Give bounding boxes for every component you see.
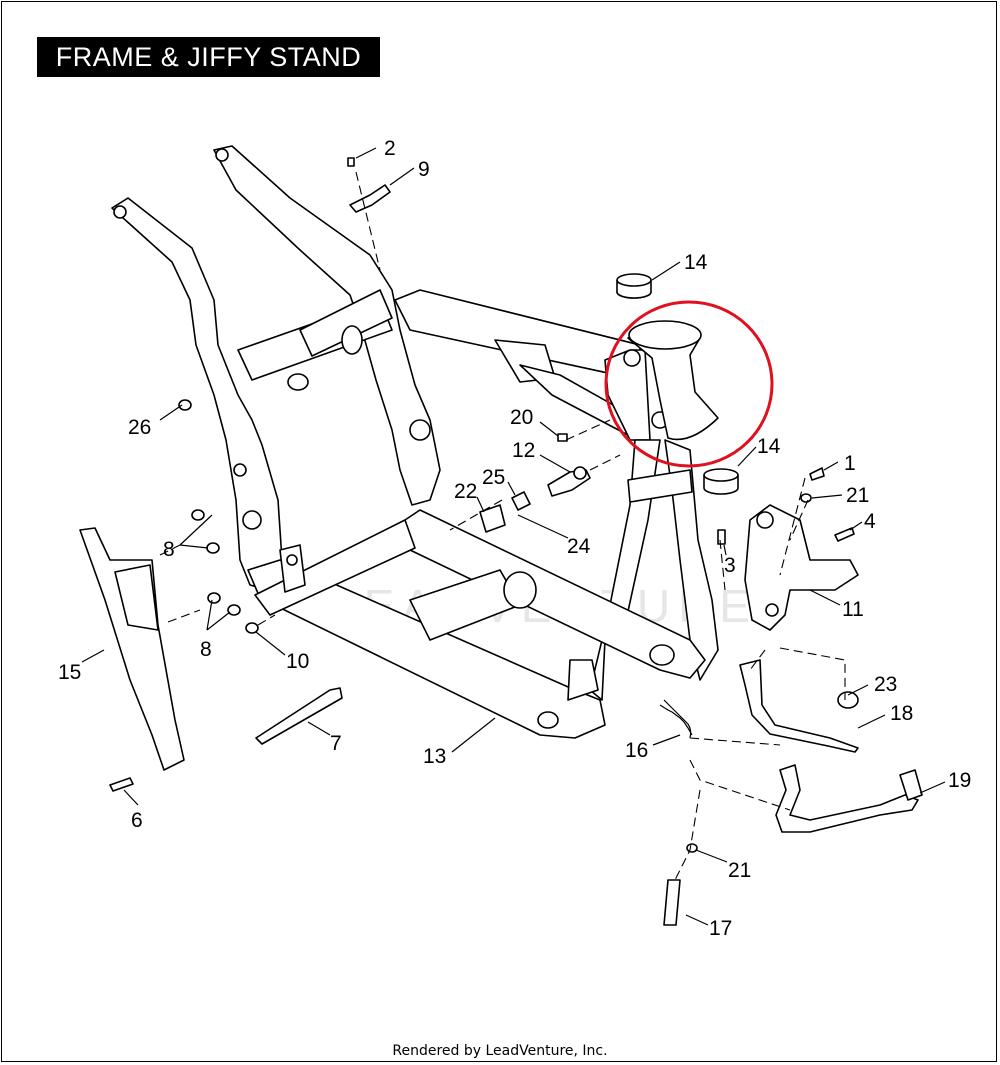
bolt-part-6 [109,777,134,792]
plate-part-22 [479,504,506,533]
callout-6: 6 [131,809,143,832]
ring-part-1 [809,467,825,481]
callout-21-upper: 21 [846,484,869,507]
callout-10: 10 [286,650,309,673]
callout-16: 16 [625,739,648,762]
callout-14-lower: 14 [757,435,781,458]
highlight-circle [604,300,774,468]
bushing-part-21-lower [686,843,698,853]
callout-18: 18 [890,702,913,725]
callout-25: 25 [482,466,505,489]
spring-part-16 [659,699,693,739]
callout-21-lower: 21 [728,859,751,882]
callout-8-upper: 8 [163,538,175,561]
callout-11: 11 [842,598,864,621]
callout-4: 4 [864,510,876,533]
callout-20: 20 [510,406,533,429]
callout-24: 24 [567,535,591,558]
bolt-part-3 [717,529,726,545]
plugs-part-8 [191,509,241,616]
callout-1: 1 [844,452,856,475]
bracket-part-15 [79,527,185,771]
bearing-cup-upper [616,273,652,299]
callout-2: 2 [384,137,396,160]
callout-3: 3 [724,554,736,577]
plug-part-10 [245,622,259,634]
bolt-part-4 [834,527,855,542]
callout-19: 19 [948,769,971,792]
plug-part-26 [178,399,192,411]
clip-part-9 [349,184,391,213]
callout-26: 26 [128,416,151,439]
callout-8-lower: 8 [200,638,212,661]
page-title: FRAME & JIFFY STAND [37,37,380,77]
pin-part-17 [663,879,681,926]
bushing-part-21-upper [800,493,812,503]
frame-assembly [111,145,719,739]
leader-lines [81,147,946,926]
footer-credit: Rendered by LeadVenture, Inc. [392,1043,608,1059]
callout-9: 9 [418,158,430,181]
callout-13: 13 [423,745,446,768]
callout-17: 17 [709,917,732,940]
callout-15: 15 [58,661,81,684]
jiffy-stand-part-19 [775,764,923,833]
alignment-lines [159,171,846,881]
jiffy-stand-leg-part-18 [739,659,859,753]
cap-part-23 [837,691,859,709]
callout-labels: 2 9 14 14 1 21 4 11 3 20 12 25 22 24 26 … [58,137,971,940]
bearing-cup-lower [703,468,739,495]
callout-14-upper: 14 [684,251,708,274]
callout-23: 23 [874,673,897,696]
screw-part-2 [347,157,355,167]
callout-22: 22 [454,480,477,503]
nut-part-20 [557,433,568,442]
cable-tie-part-7 [255,687,343,745]
bracket-part-11 [744,504,859,631]
callout-7: 7 [330,732,342,755]
washer-part-25 [511,491,531,511]
callout-12: 12 [512,439,535,462]
